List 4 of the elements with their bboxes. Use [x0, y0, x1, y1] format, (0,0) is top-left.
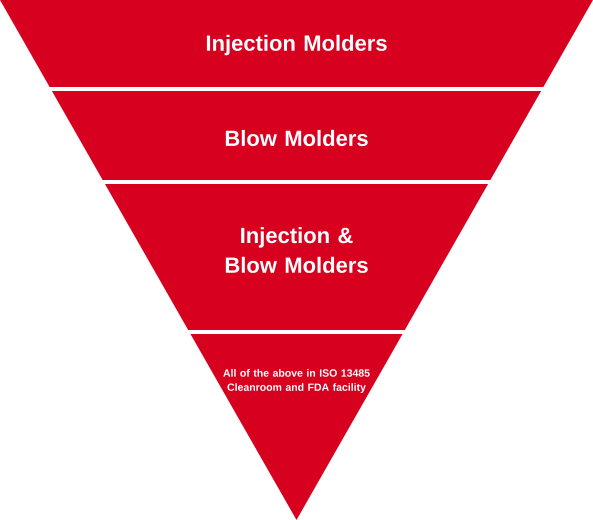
funnel-band: All of the above in ISO 13485 Cleanroom and FDA facility	[190, 334, 403, 520]
funnel-band: Injection Molders	[0, 0, 593, 87]
funnel-band: Blow Molders	[52, 91, 542, 180]
funnel-band: Injection & Blow Molders	[104, 184, 488, 330]
